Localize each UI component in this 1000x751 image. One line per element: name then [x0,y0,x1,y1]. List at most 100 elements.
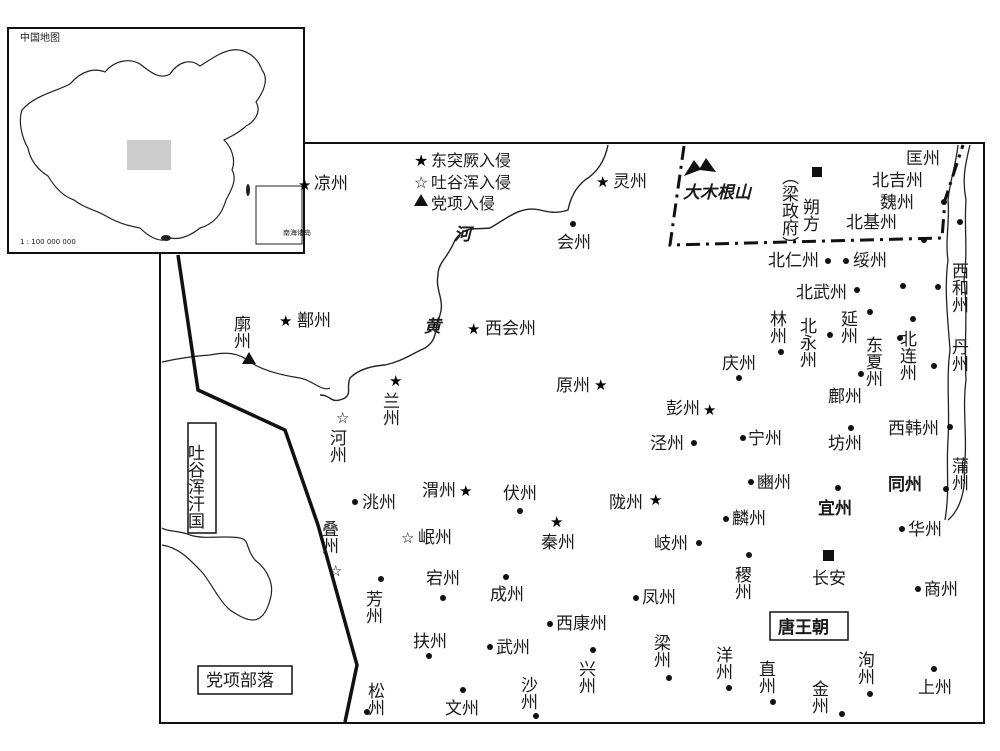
star-outline-icon: ☆ [401,529,414,547]
dot-icon [843,258,849,264]
dot-icon [931,363,937,369]
place-diezhou: 叠州 [318,520,339,554]
star-icon: ★ [459,482,472,500]
place-songzhou: 松州 [364,682,385,716]
place-longzhou: 陇州 [609,493,643,513]
eastern-river-2 [947,144,971,521]
dot-icon [570,221,576,227]
legend-dongtujue: 东突厥入侵 [431,151,511,170]
shuofang-label: 朔方 [799,198,820,232]
place-fengzhou: 凤州 [642,588,676,608]
dot-icon [931,666,937,672]
place-weizhou: 渭州 [422,481,456,501]
dot-icon [633,595,639,601]
dot-icon [858,371,864,377]
dot-icon [947,424,953,430]
south-sea-label: 南海诸岛 [283,228,311,237]
place-wenzhou: 文州 [445,699,479,719]
star-icon: ★ [298,176,311,194]
star-icon: ★ [389,372,402,390]
place-yuanzhou: 原州 [556,376,590,396]
dot-icon [935,284,941,290]
western-border [176,254,359,723]
place-yangzhou: 洋州 [712,646,733,680]
star-icon: ★ [596,173,609,191]
dot-icon [426,653,432,659]
place-fangzhou2: 芳州 [362,590,383,624]
dot-icon [825,258,831,264]
dot-icon [957,219,963,225]
legend-dangxiang: 党项入侵 [431,194,495,213]
dot-icon [839,711,845,717]
place-ningzhou: 宁州 [748,429,782,449]
place-beilianzhou: 北连州 [896,330,917,381]
tuyuhun-khanate-label: 吐谷浑汗国 [184,444,205,529]
place-weizhou-north: 魏州 [880,193,914,213]
dot-icon [848,425,854,431]
place-chengzhou: 成州 [490,585,524,605]
place-linzhou2: 麟州 [732,509,766,529]
dot-icon [915,586,921,592]
star-icon: ★ [649,491,662,509]
dot-icon [740,435,746,441]
star-outline-icon: ☆ [336,409,349,427]
taiwan-island [246,184,250,196]
legend-triangle-icon [414,194,428,206]
damugen-mountain-label: 大木根山 [683,183,753,203]
dot-icon [696,540,702,546]
dot-icon [778,349,784,355]
place-puzhou: 蒲州 [948,457,969,491]
place-danzhou: 丹州 [948,338,969,372]
place-shazhou: 沙州 [517,676,538,710]
southwest-lake [161,527,273,621]
place-beiwuzhou: 北武州 [796,283,847,303]
star-icon: ★ [467,320,480,338]
legend-star-outline-icon: ☆ [414,173,428,192]
place-tongzhou: 同州 [888,475,922,495]
liang-government-label: （梁政府） [778,168,799,253]
place-wuzhou: 武州 [496,638,530,658]
place-taozhou: 洮州 [362,493,396,513]
dot-icon [666,675,672,681]
dangxiang-tribes-label: 党项部落 [206,671,274,691]
eastern-river [944,144,959,521]
dot-icon [921,237,927,243]
place-shangzhou2: 上州 [918,678,952,698]
place-fangzhou: 坊州 [828,434,862,454]
place-xingzhou: 兴州 [575,660,596,694]
place-fuzhou: 鄜州 [828,387,862,407]
place-beiyongzhou: 北永州 [796,317,817,368]
place-liangzhou: 凉州 [314,174,348,194]
dot-icon [590,647,596,653]
star-outline-icon: ☆ [329,562,342,580]
river-label-huang: 黄 [424,317,444,337]
mountain-icon [684,158,716,176]
legend-star-filled-icon: ★ [414,151,428,170]
star-icon: ★ [703,401,716,419]
dot-icon [364,709,370,715]
place-lanzhou: 兰州 [379,392,400,426]
place-xikangzhou: 西康州 [556,614,607,634]
place-huizhou: 会州 [557,233,591,253]
dot-icon [941,199,947,205]
dot-icon [910,316,916,322]
dangxiang-box [197,665,293,695]
triangle-icon [242,352,256,364]
place-qingzhou: 庆州 [722,354,756,374]
star-icon: ★ [594,376,607,394]
dot-icon [835,485,841,491]
dot-icon [487,644,493,650]
dot-icon [503,574,509,580]
south-sea-box [255,185,303,245]
dot-icon [547,621,553,627]
place-changan: 长安 [812,569,846,589]
place-shangzhou: 商州 [924,580,958,600]
tuyuhun-box [187,422,217,534]
tang-box [769,611,849,641]
star-icon: ★ [550,513,563,531]
dot-icon [517,508,523,514]
place-zhizhou: 直州 [755,660,776,694]
dot-icon [867,691,873,697]
place-fuzhou3: 扶州 [413,632,447,652]
place-jizhou: 稷州 [731,566,752,600]
